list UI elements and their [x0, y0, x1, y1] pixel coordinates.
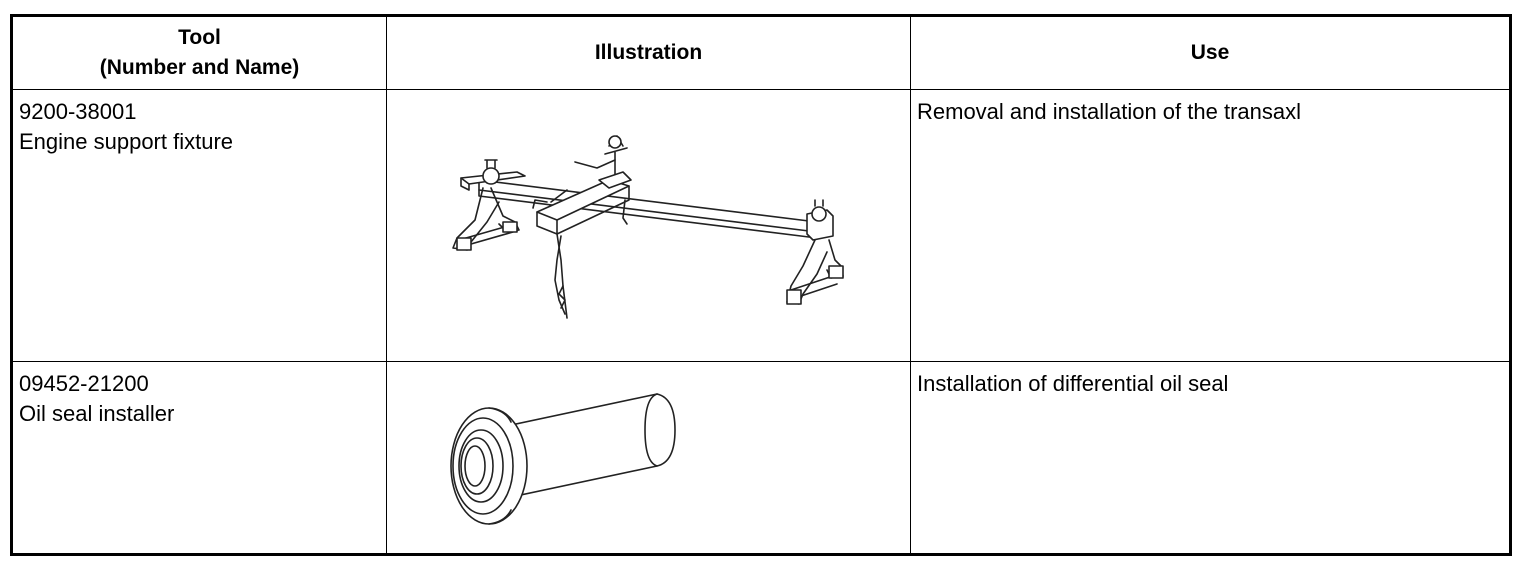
- tool-number: 9200-38001: [19, 99, 137, 124]
- header-row: Tool (Number and Name) Illustration Use: [11, 15, 1511, 90]
- oil-seal-installer-drawing: [450, 393, 676, 525]
- engine-support-fixture-drawing: [452, 135, 844, 319]
- header-tool: Tool (Number and Name): [11, 15, 387, 90]
- tool-name: Engine support fixture: [19, 129, 234, 154]
- tool-name: Oil seal installer: [19, 401, 175, 426]
- use-text: Installation of differential oil seal: [917, 371, 1229, 396]
- tool-number: 09452-21200: [19, 371, 149, 396]
- header-tool-line2: (Number and Name): [99, 56, 300, 79]
- special-tools-table: Tool (Number and Name) Illustration Use …: [10, 14, 1512, 556]
- use-text: Removal and installation of the transaxl: [917, 99, 1301, 124]
- tool-cell: 09452-21200 Oil seal installer: [11, 361, 387, 555]
- table-row: 09452-21200 Oil seal installer: [11, 361, 1511, 555]
- table-row: 9200-38001 Engine support fixture: [11, 89, 1511, 362]
- use-cell: Installation of differential oil seal: [910, 361, 1511, 555]
- illustration-cell: [386, 361, 911, 555]
- header-use: Use: [910, 15, 1511, 90]
- illustration-cell: [386, 89, 911, 362]
- header-illustration: Illustration: [386, 15, 911, 90]
- use-cell: Removal and installation of the transaxl: [910, 89, 1511, 362]
- header-tool-line1: Tool: [178, 26, 221, 49]
- tool-cell: 9200-38001 Engine support fixture: [11, 89, 387, 362]
